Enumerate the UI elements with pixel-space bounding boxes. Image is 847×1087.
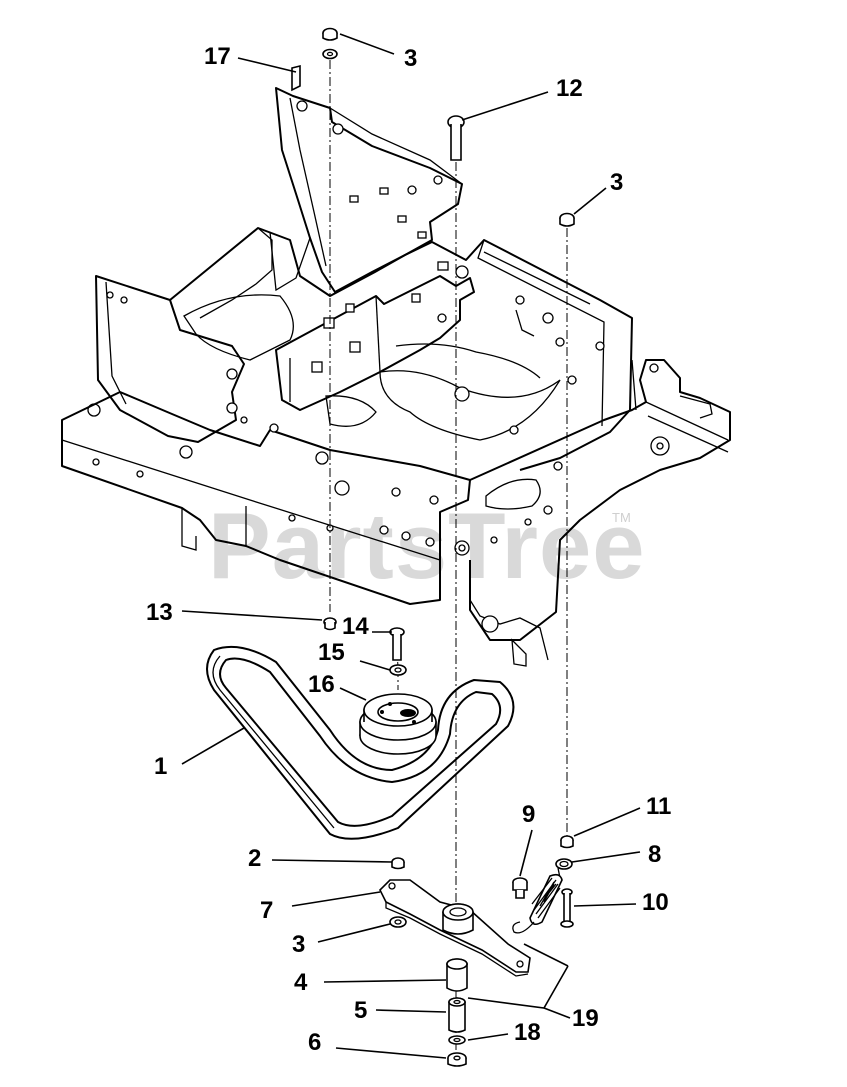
frame-assembly (61, 87, 731, 667)
callout-17: 17 (204, 43, 231, 70)
callout-9: 9 (522, 801, 535, 828)
part-17-bolt (291, 64, 301, 92)
part-15-washer (389, 664, 407, 676)
part-1-v-belt (206, 645, 515, 840)
part-8-eye (555, 858, 573, 870)
part-6-nut (447, 1052, 467, 1067)
callout-7: 7 (260, 897, 273, 924)
part-9-shoulder-bolt (512, 877, 528, 899)
callout-11: 11 (646, 793, 671, 820)
part-3-top-nut (322, 27, 338, 60)
front-long-rail (61, 391, 471, 605)
middle-cross-channel (275, 275, 475, 411)
upright-bracket (275, 87, 463, 293)
part-3-right-nut (559, 212, 575, 227)
callout-6: 6 (308, 1029, 321, 1056)
callout-16: 16 (308, 671, 335, 698)
callout-3-lower: 3 (292, 931, 305, 958)
callout-4: 4 (294, 969, 308, 996)
part-7-idler-arm (379, 879, 531, 977)
left-side-plate (95, 275, 245, 443)
callout-19: 19 (572, 1005, 599, 1032)
leader-lines (181, 33, 641, 1059)
watermark-trademark: TM (612, 510, 631, 525)
part-14-bolt (389, 627, 405, 661)
rear-cross-member (169, 227, 633, 471)
part-18-washer (448, 1035, 466, 1045)
callout-labels: 17 3 12 3 13 14 15 16 1 9 11 8 2 10 7 3 … (146, 43, 671, 1056)
floor-pan (183, 294, 294, 361)
right-side-rail (469, 359, 731, 641)
part-13-screw (323, 617, 337, 631)
callout-12: 12 (556, 75, 583, 102)
callout-10: 10 (642, 889, 669, 916)
part-4-bushing (446, 958, 468, 992)
callout-18: 18 (514, 1019, 541, 1046)
part-2-nut (391, 857, 405, 870)
callout-3-right: 3 (610, 169, 623, 196)
part-12-pivot-pin (447, 115, 465, 161)
watermark-text: PartsTree (208, 493, 646, 598)
callout-14: 14 (342, 613, 369, 640)
part-11-nut (560, 835, 574, 849)
callout-5: 5 (354, 997, 367, 1024)
callout-8: 8 (648, 841, 661, 868)
callout-3-top: 3 (404, 45, 417, 72)
part-10-bolt (560, 888, 574, 928)
callout-1: 1 (154, 753, 167, 780)
watermark: PartsTree TM (208, 493, 646, 598)
part-16-idler-pulley (359, 693, 437, 755)
callout-15: 15 (318, 639, 345, 666)
part-3-lower-washer (389, 916, 407, 928)
callout-2: 2 (248, 845, 261, 872)
part-5-spacer (448, 997, 466, 1033)
callout-13: 13 (146, 599, 173, 626)
part-spring (512, 867, 563, 934)
